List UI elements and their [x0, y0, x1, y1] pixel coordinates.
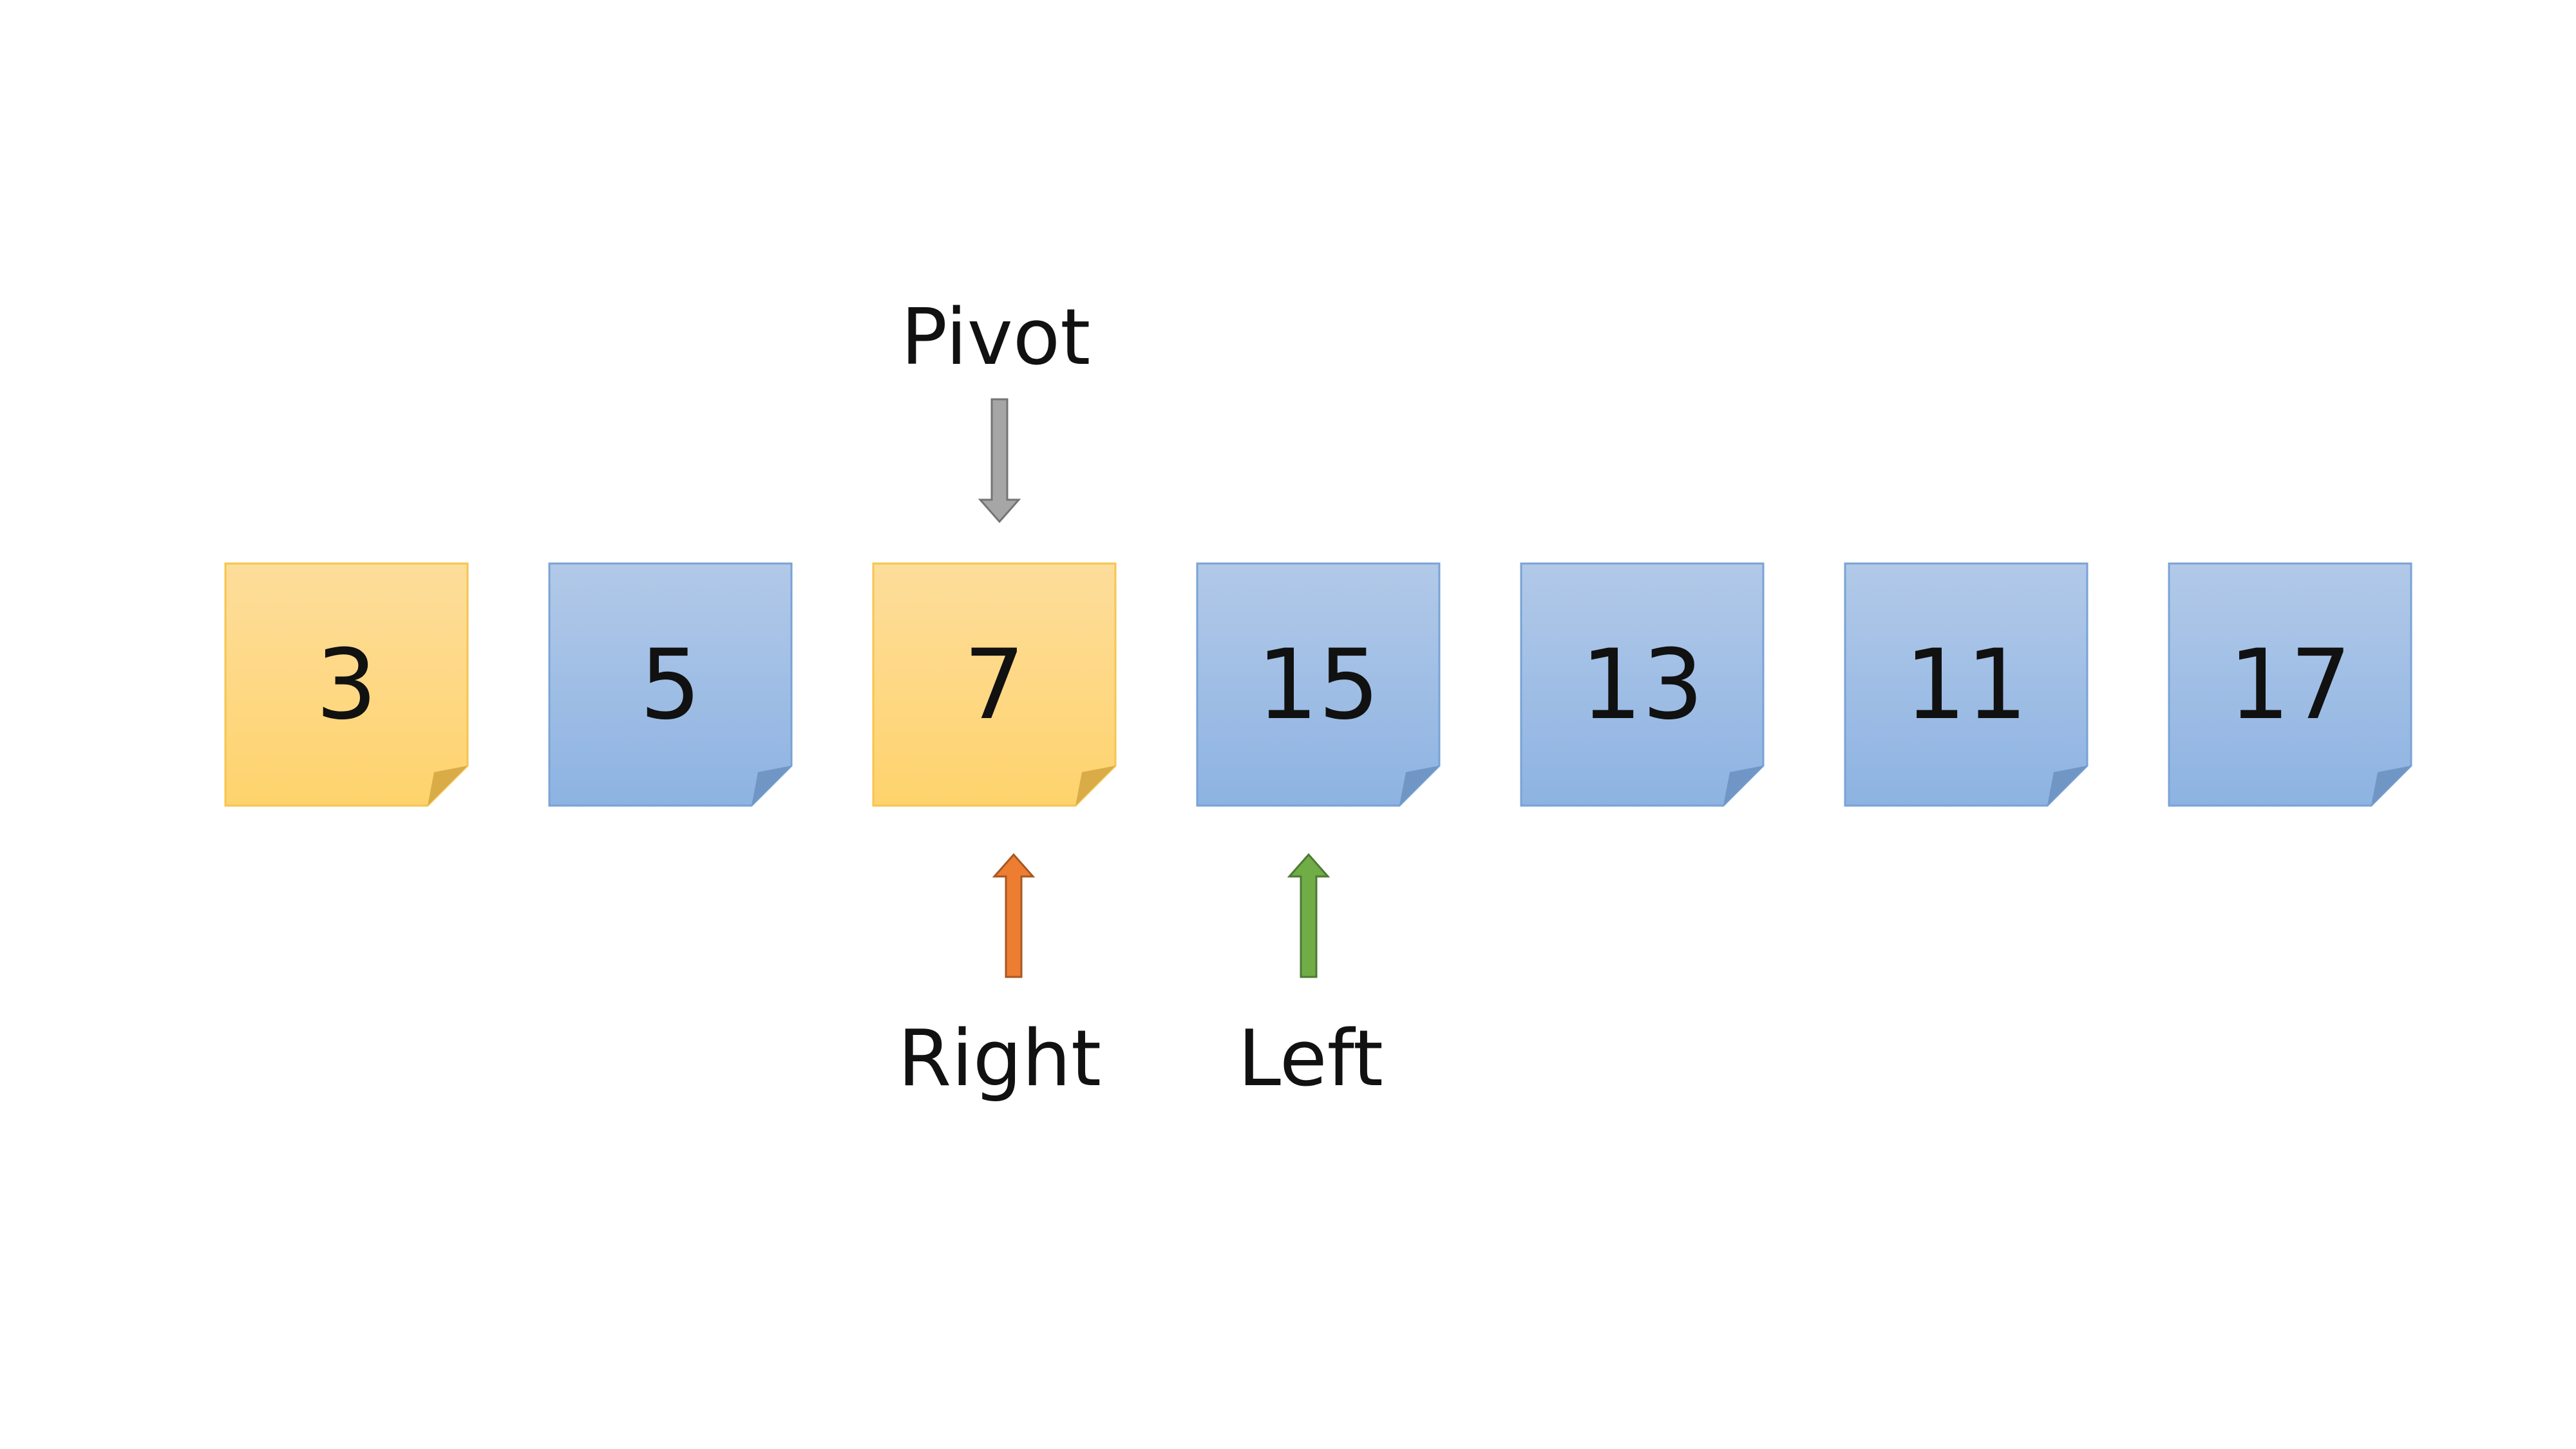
right-label: Right	[898, 1014, 1101, 1104]
note-value: 17	[2229, 629, 2352, 741]
note-value: 13	[1581, 629, 1704, 741]
arrow-shape	[1287, 853, 1331, 978]
array-notes: 3 5 7 15 13 11 17	[224, 562, 2412, 807]
sticky-note: 7	[872, 562, 1117, 807]
right-arrow	[992, 853, 1036, 978]
pivot-arrow	[978, 398, 1021, 524]
sticky-note: 15	[1196, 562, 1441, 807]
note-fold	[752, 766, 791, 806]
sticky-note: 17	[2168, 562, 2412, 807]
note-value: 3	[316, 629, 377, 741]
note-value: 15	[1257, 629, 1380, 741]
note-fold	[2047, 766, 2087, 806]
note-fold	[2371, 766, 2411, 806]
note-fold	[1075, 766, 1115, 806]
sticky-note: 13	[1520, 562, 1765, 807]
arrow-shape	[978, 398, 1021, 524]
note-value: 11	[1905, 629, 2028, 741]
note-fold	[428, 766, 468, 806]
note-fold	[1399, 766, 1439, 806]
left-arrow	[1287, 853, 1331, 978]
note-value: 7	[963, 629, 1025, 741]
left-label: Left	[1238, 1014, 1383, 1104]
note-fold	[1723, 766, 1763, 806]
sticky-note: 11	[1844, 562, 2088, 807]
arrow-shape	[992, 853, 1036, 978]
sticky-note: 5	[548, 562, 793, 807]
pivot-label: Pivot	[901, 293, 1091, 383]
note-value: 5	[639, 629, 701, 741]
sticky-note: 3	[224, 562, 469, 807]
